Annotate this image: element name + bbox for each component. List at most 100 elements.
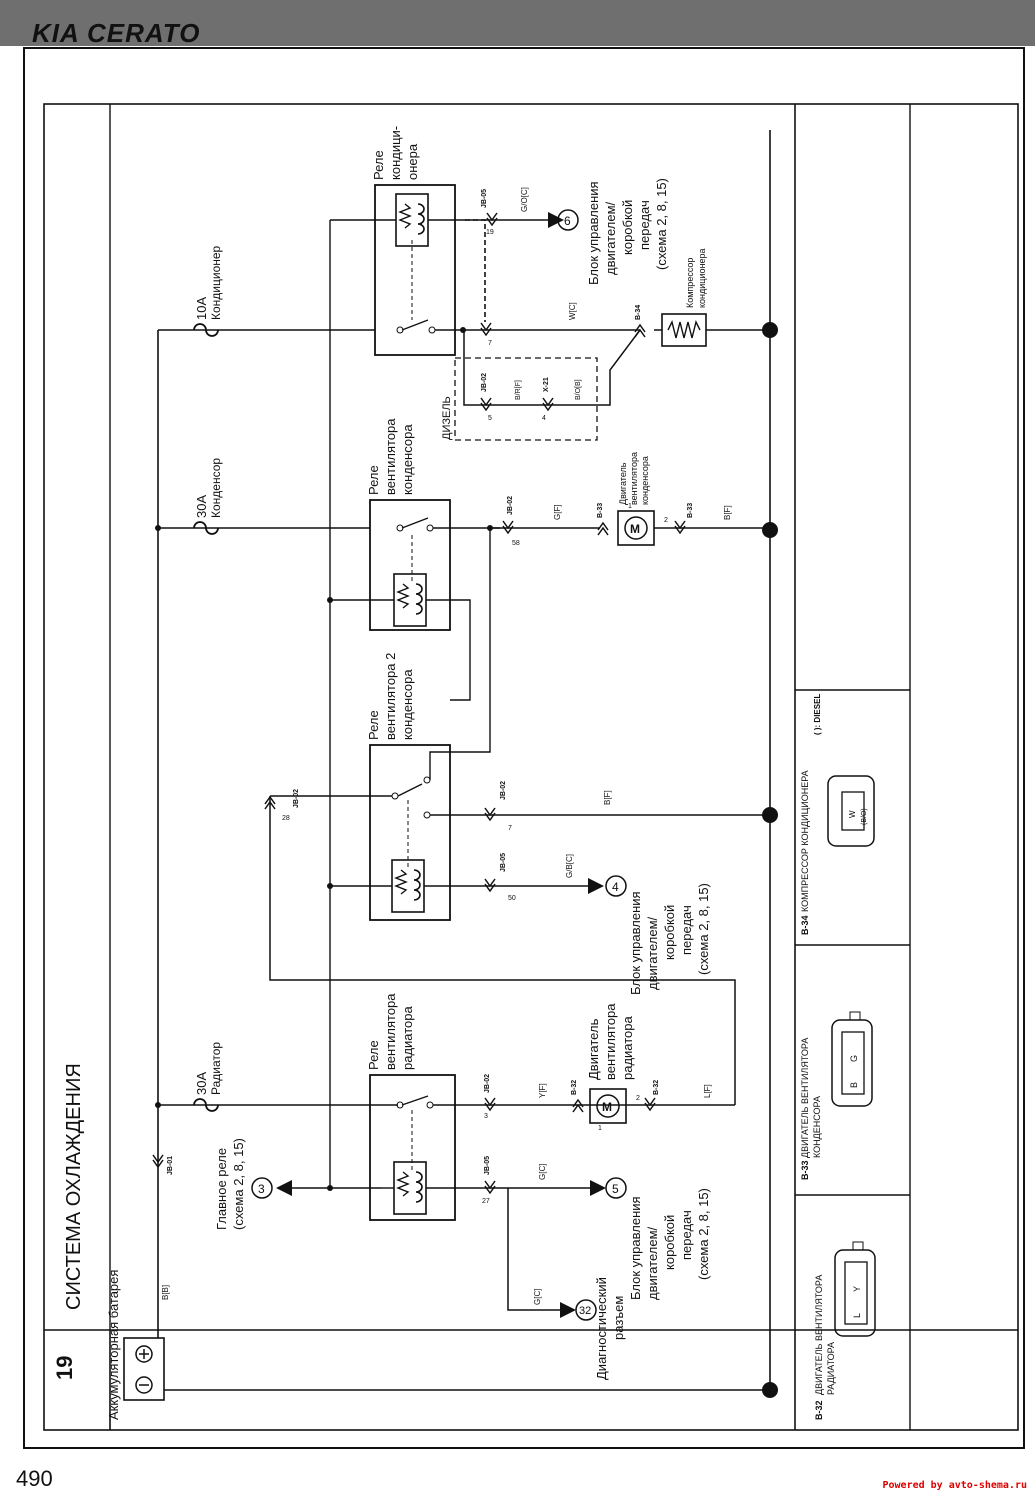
legend-b32-id: B-32 [814,1400,824,1420]
pin-28: 28 [282,815,290,822]
wire-brf: B/R[F] [515,380,522,400]
ecu5-label-1: Блок управления [628,1196,643,1300]
legend-b33-pin-1: B [849,1082,859,1088]
page-number: 490 [16,1466,53,1491]
relay-ac-label-2: кондици- [388,126,403,180]
conn-jb05-b: JB-05 [500,853,507,872]
ecu5-label-5: (схема 2, 8, 15) [696,1188,711,1280]
wire-lf: L[F] [703,1084,712,1098]
ref-6: 6 [564,214,571,228]
relay-ac-label-1: Реле [371,150,386,180]
legend-diesel-note: ( ): DIESEL [813,694,822,735]
pin-1-b: 1 [628,503,632,510]
conn-x21: X-21 [543,377,550,392]
battery [123,1337,165,1401]
legend-b34-pin-1: W [848,810,857,818]
conn-jb02-e: JB-02 [481,373,488,392]
ref-circle-6 [557,209,579,231]
relay-condenser-fan [330,499,500,701]
svg-text:M: M [630,522,640,536]
conn-b33-b: B-33 [687,503,694,518]
pin-7-b: 7 [488,340,492,347]
legend-b34-pin-2: (B/O) [861,808,868,825]
legend-b32-pin-1: L [852,1313,862,1318]
compressor-label-1: Компрессор [685,258,695,308]
wire-yf: Y[F] [538,1083,547,1098]
wire-gc-a: G[C] [538,1164,547,1180]
conn-b32-a: B-32 [571,1080,578,1095]
conn-b33-a: B-33 [597,503,604,518]
pin-27: 27 [482,1198,490,1205]
fuse-radiator-name: Радиатор [209,1042,223,1095]
battery-label: Аккумуляторная батарея [106,1270,121,1420]
main-relay-ref: (схема 2, 8, 15) [231,1138,246,1230]
fuse-ac-amps: 10A [194,297,209,320]
relay-cond-label-3: конденсора [400,424,415,495]
header-bar: KIA CERATO [0,0,1035,48]
ref-circle-32 [575,1299,597,1321]
ecu6-label-2: двигателем/ [603,201,618,275]
ref-32: 32 [579,1305,591,1317]
conn-b32-b: B-32 [653,1080,660,1095]
pin-7-a: 7 [508,825,512,832]
fuse-ac-name: Кондиционер [209,245,223,320]
conn-b34: B-34 [635,305,642,320]
motor-cond-label-1: Двигатель [618,462,628,505]
relay-radiator-label-1: Реле [366,1040,381,1070]
diag-label-1: Диагностический [594,1277,609,1380]
relay-cond2-label-2: вентилятора 2 [383,653,398,740]
legend-b32-pin-2: Y [852,1286,862,1292]
ecu4-label-1: Блок управления [628,891,643,995]
relay-radiator-label-2: вентилятора [383,993,398,1070]
compressor-label-2: кондиционера [697,249,707,308]
ecu6-label-1: Блок управления [586,181,601,285]
relay-cond2-label-3: конденсора [400,669,415,740]
wire-wc: W[C] [568,302,577,320]
motor-cond-label-3: конденсора [640,456,650,505]
fuse-radiator-amps: 30A [194,1072,209,1095]
wire-gbc: G/B[C] [565,854,574,878]
pin-3: 3 [484,1113,488,1120]
legend-b33-name-1: ДВИГАТЕЛЬ ВЕНТИЛЯТОРА [800,1038,810,1158]
ecu4-label-5: (схема 2, 8, 15) [696,883,711,975]
svg-text:M: M [602,1100,612,1114]
legend-b32-name-1: ДВИГАТЕЛЬ ВЕНТИЛЯТОРА [814,1275,824,1395]
legend-b32-name-2: РАДИАТОРА [826,1342,836,1395]
section-number: 19 [52,1356,77,1380]
conn-jb02-b: JB-02 [293,789,300,808]
wire-bf-b: B[F] [723,505,732,520]
brand-title: KIA CERATO [32,18,201,48]
ref-4: 4 [612,880,619,894]
relay-cond2-label-1: Реле [366,710,381,740]
diagram-frame [43,103,1019,1431]
wire-gf: G[F] [553,504,562,520]
conn-jb02-a: JB-02 [484,1074,491,1093]
ecu5-label-2: двигателем/ [645,1226,660,1300]
wire-gc-b: G[C] [533,1289,542,1305]
wire-goc: G/O[C] [520,187,529,212]
legend-b33-name-2: КОНДЕНСОРА [812,1096,822,1158]
footer-watermark: Powered by avto-shema.ru [882,1480,1028,1491]
conn-jb05-a: JB-05 [484,1156,491,1175]
main-relay-label: Главное реле [214,1148,229,1230]
page-frame [23,47,1025,1449]
ecu5-label-4: передач [679,1210,694,1260]
ecu4-label-4: передач [679,905,694,955]
diesel-label: ДИЗЕЛЬ [441,396,453,440]
ecu4-label-2: двигателем/ [645,916,660,990]
ecu6-label-4: передач [637,200,652,250]
conn-jb01: JB-01 [167,1156,174,1175]
motor-radiator-label-1: Двигатель [586,1018,601,1080]
ref-circle-5 [605,1177,627,1199]
diagram-title: СИСТЕМА ОХЛАЖДЕНИЯ [63,1063,85,1310]
ecu6-label-3: коробкой [620,200,635,255]
wire-bf-a: B[F] [603,790,612,805]
pin-4: 4 [542,415,546,422]
ref-circle-3 [251,1177,273,1199]
pin-19: 19 [486,229,494,236]
relay-cond-label-1: Реле [366,465,381,495]
relay-ac [330,184,480,356]
relay-cond-label-2: вентилятора [383,418,398,495]
diag-label-2: разъем [611,1296,626,1340]
conn-jb02-d: JB-02 [507,496,514,515]
